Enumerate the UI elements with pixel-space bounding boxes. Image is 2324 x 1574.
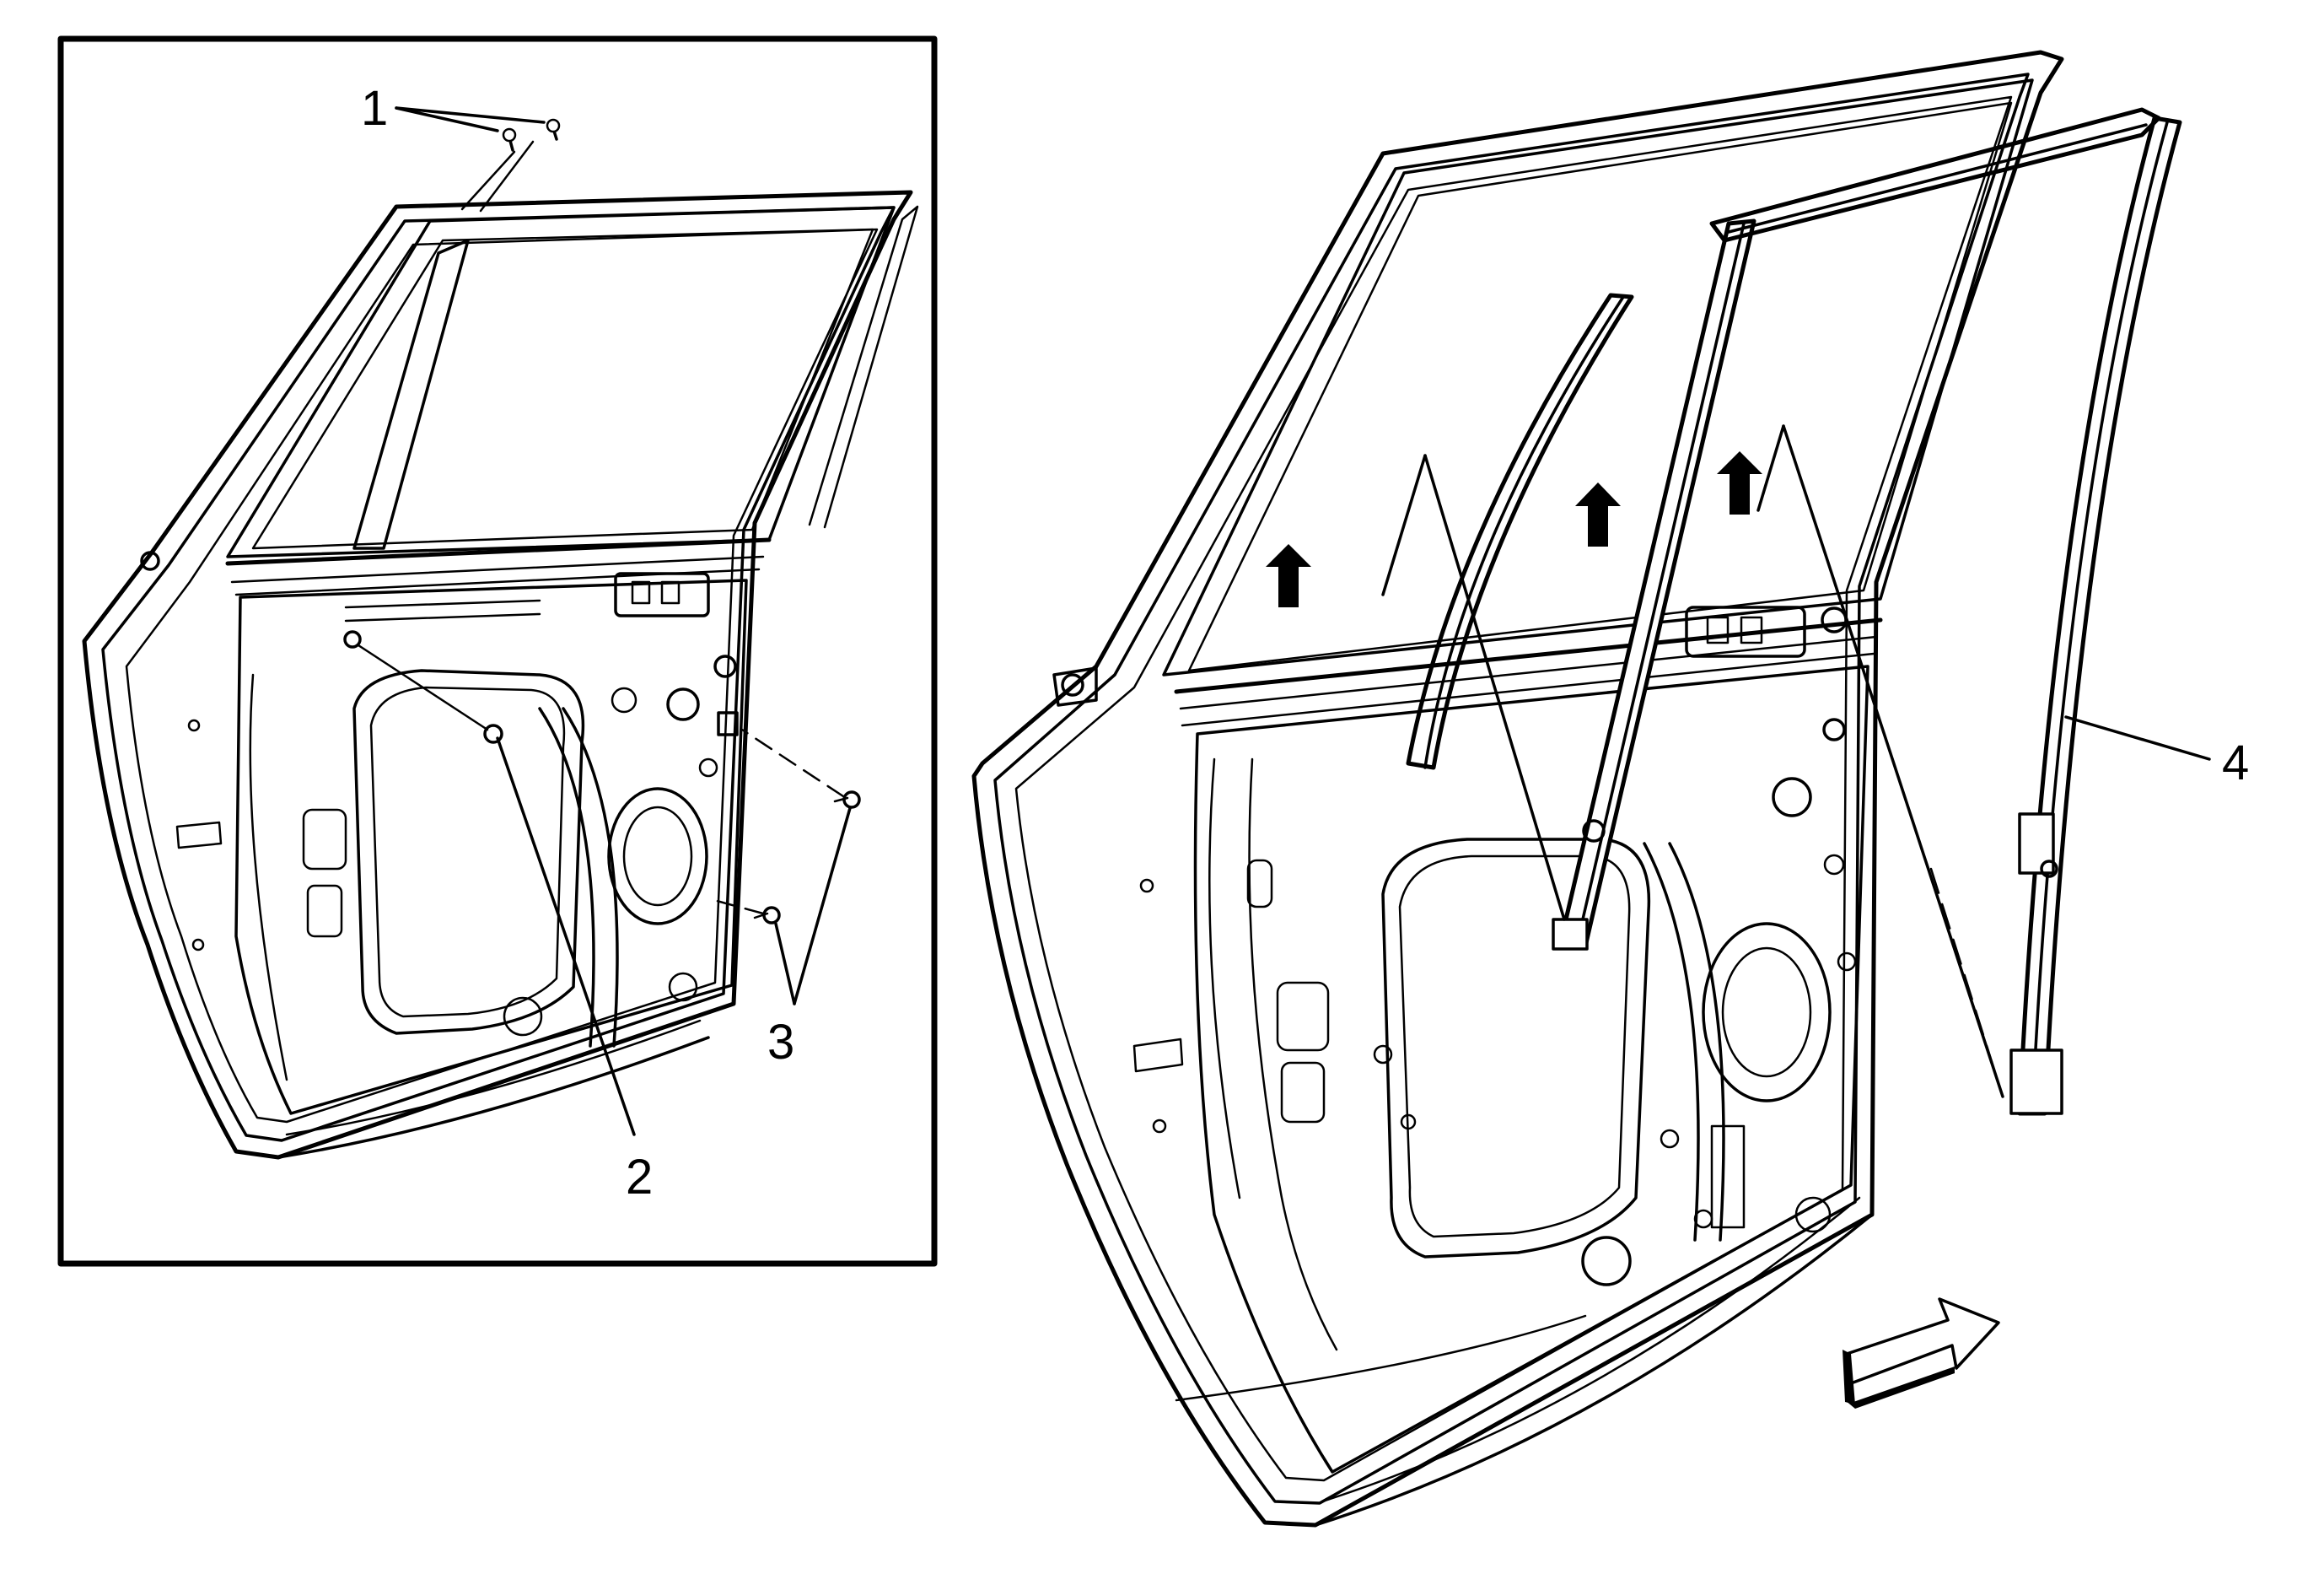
callout-2-leader xyxy=(496,736,636,1136)
removal-reference-lines xyxy=(1381,424,2004,1098)
inset-panel: 1 2 3 xyxy=(57,35,938,1267)
inset-lower-fasteners xyxy=(715,711,861,924)
rear-window-channel xyxy=(2009,116,2182,1116)
callout-2-label: 2 xyxy=(626,1150,653,1205)
callout-4-leader xyxy=(2064,715,2211,761)
inset-frame xyxy=(57,35,938,1267)
callout-3-label: 3 xyxy=(767,1015,794,1070)
callout-3-leader xyxy=(774,806,852,1005)
callout-1-label: 1 xyxy=(361,81,388,136)
callout-4-label: 4 xyxy=(2222,736,2249,790)
front-glass-run-channel xyxy=(1406,218,1756,951)
vehicle-front-direction-arrow-icon xyxy=(1843,1297,2000,1409)
upper-frame-molding xyxy=(1709,107,2161,243)
upward-removal-arrow-icon xyxy=(1266,451,1762,607)
inset-upper-fasteners xyxy=(460,118,561,213)
inset-door-shell xyxy=(82,190,919,1160)
callout-1-leader xyxy=(395,106,546,132)
main-door-assembly: 4 xyxy=(971,50,2249,1528)
